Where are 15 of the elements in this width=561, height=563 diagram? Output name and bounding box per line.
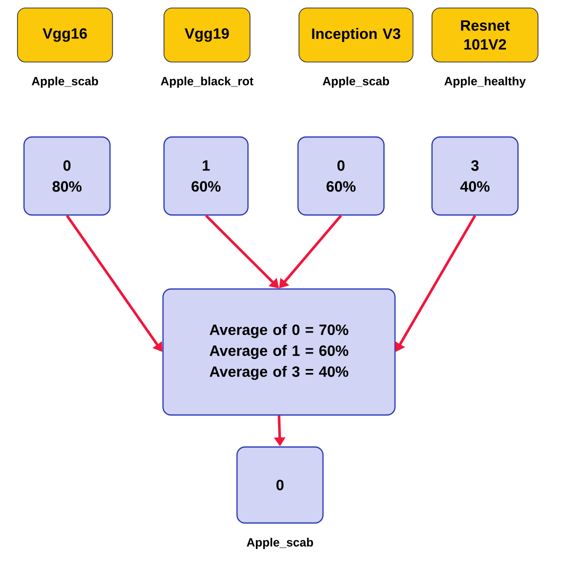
- score-box: 1 60%: [163, 136, 249, 216]
- score-box: Average of 0 = 70% Average of 1 = 60% Average of 3 = 40%: [162, 288, 396, 416]
- model-box: Inception V3: [298, 8, 414, 62]
- caption-text: Apple_black_rot: [160, 76, 254, 88]
- caption-text: Apple_healthy: [444, 76, 526, 88]
- score-box: 3 40%: [431, 136, 519, 216]
- caption-text: Apple_scab: [322, 76, 390, 88]
- score-box: 0: [236, 446, 324, 524]
- caption-text: Apple_scab: [246, 538, 314, 549]
- score-box: 0 60%: [297, 136, 385, 216]
- model-box: Resnet 101V2: [432, 8, 538, 62]
- score-box: 0 80%: [23, 136, 111, 216]
- caption-text: Apple_scab: [32, 76, 98, 88]
- model-box: Vgg16: [17, 8, 113, 62]
- model-box: Vgg19: [164, 8, 250, 62]
